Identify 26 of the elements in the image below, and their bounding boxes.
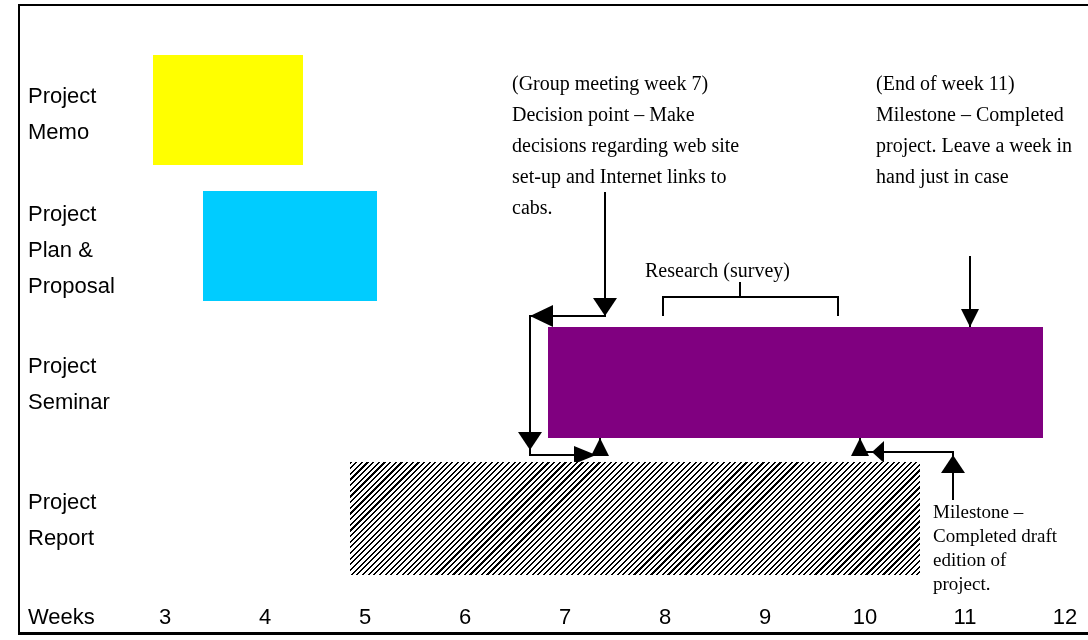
row-label: Project Plan & Proposal xyxy=(28,200,116,300)
hatched-task-bar xyxy=(350,462,920,575)
axis-tick-label: 4 xyxy=(257,603,273,631)
bracket-label: Research (survey) xyxy=(645,258,791,284)
arrow xyxy=(518,191,617,464)
axis-tick-label: 3 xyxy=(157,603,173,631)
task-bar xyxy=(203,191,377,301)
axis-title: Weeks xyxy=(28,603,96,631)
axis-tick-label: 5 xyxy=(357,603,373,631)
task-bar xyxy=(548,327,1043,438)
arrow xyxy=(961,255,979,328)
axis-tick-label: 11 xyxy=(952,603,978,631)
arrow xyxy=(851,437,965,501)
axis-tick-label: 6 xyxy=(457,603,473,631)
axis-tick-label: 12 xyxy=(1051,603,1079,631)
axis-tick-label: 7 xyxy=(557,603,573,631)
axis-tick-label: 9 xyxy=(757,603,773,631)
annotation-text: (Group meeting week 7) Decision point – Make decisions regarding web site set-up and Internet links to cabs. xyxy=(512,71,741,220)
annotation-text: Milestone – Completed draft edition of project. xyxy=(933,500,1058,596)
row-label: Project Seminar xyxy=(28,352,111,416)
axis-tick-label: 8 xyxy=(657,603,673,631)
row-label: Project Report xyxy=(28,488,98,552)
task-bar xyxy=(153,55,303,165)
annotation-text: (End of week 11) Milestone – Completed project. Leave a week in hand just in case xyxy=(876,71,1073,190)
axis-tick-label: 10 xyxy=(851,603,879,631)
row-label: Project Memo xyxy=(28,82,98,146)
